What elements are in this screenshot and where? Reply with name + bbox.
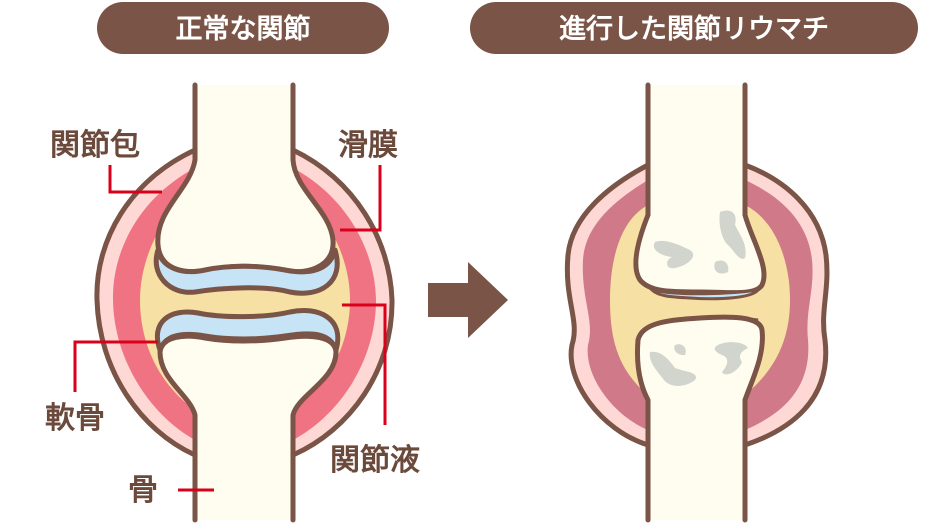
label-fluid: 関節液 (330, 443, 420, 478)
label-line-synovium (340, 165, 382, 232)
label-line-fluid (342, 303, 387, 425)
label-synovium: 滑膜 (338, 128, 398, 163)
label-capsule: 関節包 (50, 128, 140, 163)
right-arrow-icon (428, 262, 508, 338)
ra-upper-bone (633, 82, 767, 296)
label-line-capsule (108, 165, 162, 194)
bone-erosion-spots (649, 210, 748, 386)
label-line-cartilage (73, 340, 158, 392)
normal-joint: 関節包 滑膜 軟骨 関節液 骨 (45, 82, 420, 523)
label-bone: 骨 (128, 473, 158, 508)
title-ra-text: 進行した関節リウマチ (559, 13, 829, 45)
ra-upper-cartilage (647, 287, 762, 301)
title-ra-joint: 進行した関節リウマチ (470, 2, 918, 54)
ra-joint (564, 82, 830, 523)
title-normal-joint: 正常な関節 (97, 2, 389, 54)
lower-bone (157, 333, 339, 523)
title-normal-text: 正常な関節 (176, 13, 311, 45)
upper-cartilage (153, 247, 340, 296)
label-cartilage: 軟骨 (45, 401, 105, 436)
